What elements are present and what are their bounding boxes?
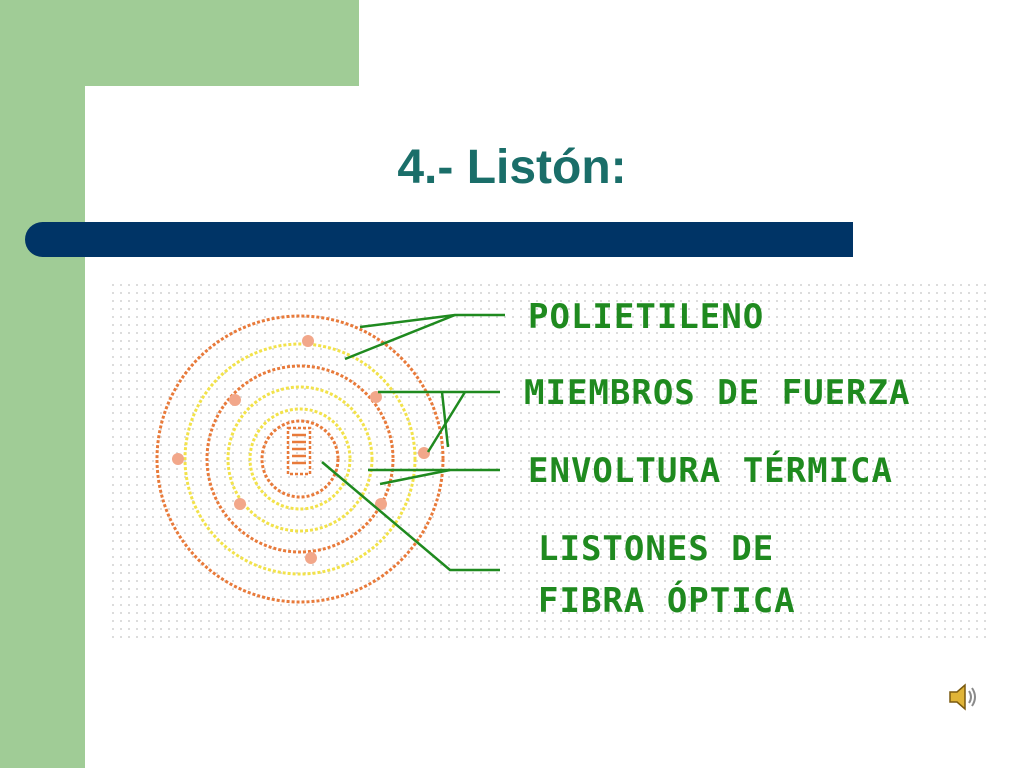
label-listones-de: LISTONES DE [538,529,774,569]
leader-listones [321,461,500,572]
strength-member-dot [375,498,387,510]
fiber-ribbon-stack [286,426,312,476]
thermal-wrap-ring [205,364,395,554]
strength-member-dot [234,498,246,510]
fiber-tube-ring [260,419,340,499]
label-fibra-optica: FIBRA ÓPTICA [538,580,796,621]
label-polietileno: POLIETILENO [528,297,764,337]
title-underline-bar [25,222,853,257]
strength-member-dot [172,453,184,465]
leader-lines [321,313,505,572]
outer-jacket-inner-ring [183,342,417,576]
speaker-icon[interactable] [946,680,980,714]
cable-cross-section [155,314,445,604]
fiber-cable-diagram: POLIETILENO MIEMBROS DE FUERZA ENVOLTURA… [110,282,990,642]
label-envoltura-termica: ENVOLTURA TÉRMICA [528,450,893,491]
left-green-band [0,0,85,768]
strength-member-dot [302,335,314,347]
strength-member-dot [418,447,430,459]
strength-member-dot [305,552,317,564]
strength-members [172,335,430,564]
slide-title: 4.- Listón: [397,141,627,194]
strength-member-dot [370,391,382,403]
strength-member-dot [229,394,241,406]
dotted-background [110,282,990,642]
thermal-wrap-inner-ring [226,385,374,533]
label-miembros-de-fuerza: MIEMBROS DE FUERZA [524,373,910,413]
outer-jacket-ring [155,314,445,604]
core-ring [248,407,352,511]
top-green-block [85,0,359,86]
